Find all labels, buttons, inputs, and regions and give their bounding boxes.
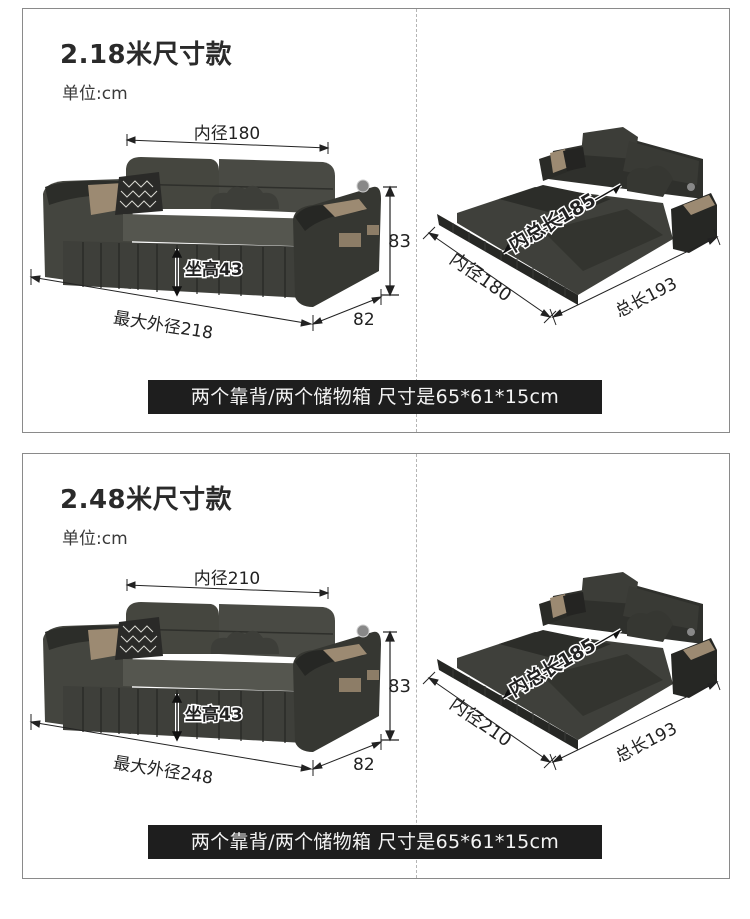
inner-width-label: 内径180 <box>194 124 260 144</box>
height-label: 83 <box>388 231 411 252</box>
sofa-illustrations: 内径180 坐高43 83 82 最大外径218 内总长185 内径180 总长… <box>29 124 721 344</box>
total-length-label: 总长193 <box>612 274 680 322</box>
bed-mode-sofa-image <box>437 572 717 750</box>
size-panel-248: 2.48米尺寸款 单位:cm <box>22 453 730 879</box>
dimension-bed-inner-width <box>422 671 557 769</box>
dimension-inner-total-length <box>502 183 622 255</box>
storage-info-banner: 两个靠背/两个储物箱 尺寸是65*61*15cm <box>148 380 602 414</box>
closed-sofa-image <box>43 157 381 307</box>
bed-mode-sofa-image <box>437 127 717 305</box>
unit-label: 单位:cm <box>62 84 128 104</box>
dimension-depth <box>311 289 383 331</box>
dimension-total-length <box>549 228 721 326</box>
sofa-illustrations: 内径210 坐高43 83 82 最大外径248 内总长185 内径210 总长… <box>29 569 721 789</box>
panel-divider <box>416 454 417 878</box>
max-outer-width-label: 最大外径248 <box>112 753 214 788</box>
dimension-height <box>381 630 399 742</box>
seat-height-label: 坐高43 <box>185 259 243 280</box>
panel-divider <box>416 9 417 432</box>
panel-title: 2.48米尺寸款 <box>60 485 233 515</box>
dimension-max-outer-width <box>29 269 313 327</box>
unit-label: 单位:cm <box>62 529 128 549</box>
dimension-inner-width <box>125 579 330 599</box>
dimension-total-length <box>549 673 721 771</box>
seat-height-label: 坐高43 <box>185 704 243 725</box>
storage-info-banner: 两个靠背/两个储物箱 尺寸是65*61*15cm <box>148 825 602 859</box>
dimension-max-outer-width <box>29 714 313 772</box>
depth-label: 82 <box>353 755 375 775</box>
dimension-depth <box>311 734 383 776</box>
dimension-inner-width <box>125 134 330 154</box>
size-panel-218: 2.18米尺寸款 单位:cm <box>22 8 730 433</box>
closed-sofa-image <box>43 602 381 752</box>
dimension-inner-total-length <box>502 628 622 700</box>
dimension-height <box>381 185 399 297</box>
max-outer-width-label: 最大外径218 <box>112 308 214 343</box>
dimension-bed-inner-width <box>422 226 557 324</box>
depth-label: 82 <box>353 310 375 330</box>
inner-width-label: 内径210 <box>194 569 260 589</box>
total-length-label: 总长193 <box>612 719 680 767</box>
panel-title: 2.18米尺寸款 <box>60 40 233 70</box>
height-label: 83 <box>388 676 411 697</box>
